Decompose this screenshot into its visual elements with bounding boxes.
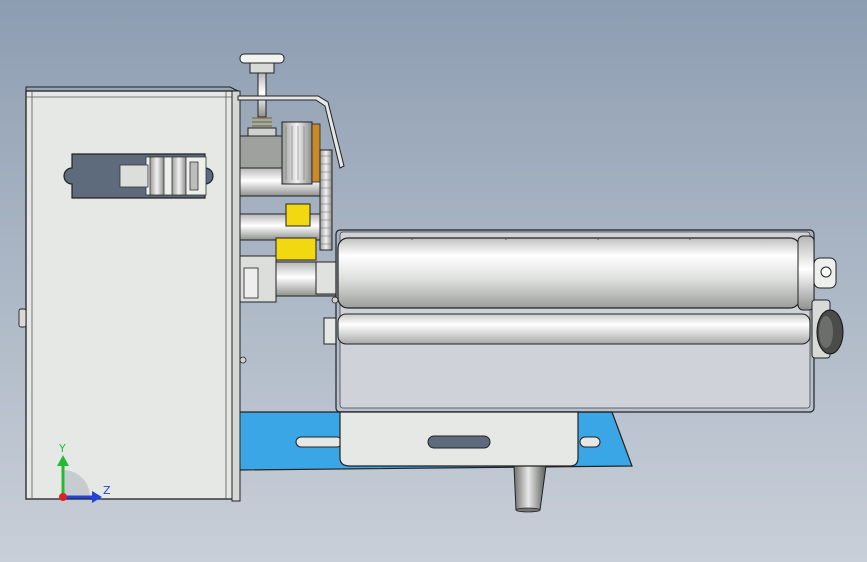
bracket-arm[interactable] xyxy=(237,95,345,169)
outlet-nozzle[interactable] xyxy=(513,465,547,513)
base-slot-right xyxy=(579,436,601,448)
side-housing[interactable] xyxy=(18,86,241,502)
main-roller[interactable] xyxy=(337,235,815,311)
origin-marker xyxy=(59,493,67,501)
drive-gear xyxy=(319,149,333,251)
fastener xyxy=(239,356,247,364)
drive-mechanism[interactable] xyxy=(239,121,337,345)
pinch-roller[interactable] xyxy=(337,313,811,345)
tension-knob[interactable] xyxy=(239,53,285,137)
roller-end-cap[interactable] xyxy=(811,257,844,359)
mount-plate-slot xyxy=(427,435,491,449)
yellow-gear-lower xyxy=(275,237,317,261)
y-axis-label: Y xyxy=(58,442,66,455)
z-axis-arrowhead xyxy=(92,491,102,503)
coordinate-triad: Y Z xyxy=(57,442,111,503)
housing-latch[interactable] xyxy=(18,308,27,328)
yellow-gear-upper xyxy=(285,203,311,227)
upper-gear xyxy=(281,121,313,185)
base-slot-left xyxy=(295,436,343,448)
fastener xyxy=(331,296,339,304)
y-axis-arrowhead xyxy=(57,455,69,466)
z-axis-label: Z xyxy=(103,484,111,497)
